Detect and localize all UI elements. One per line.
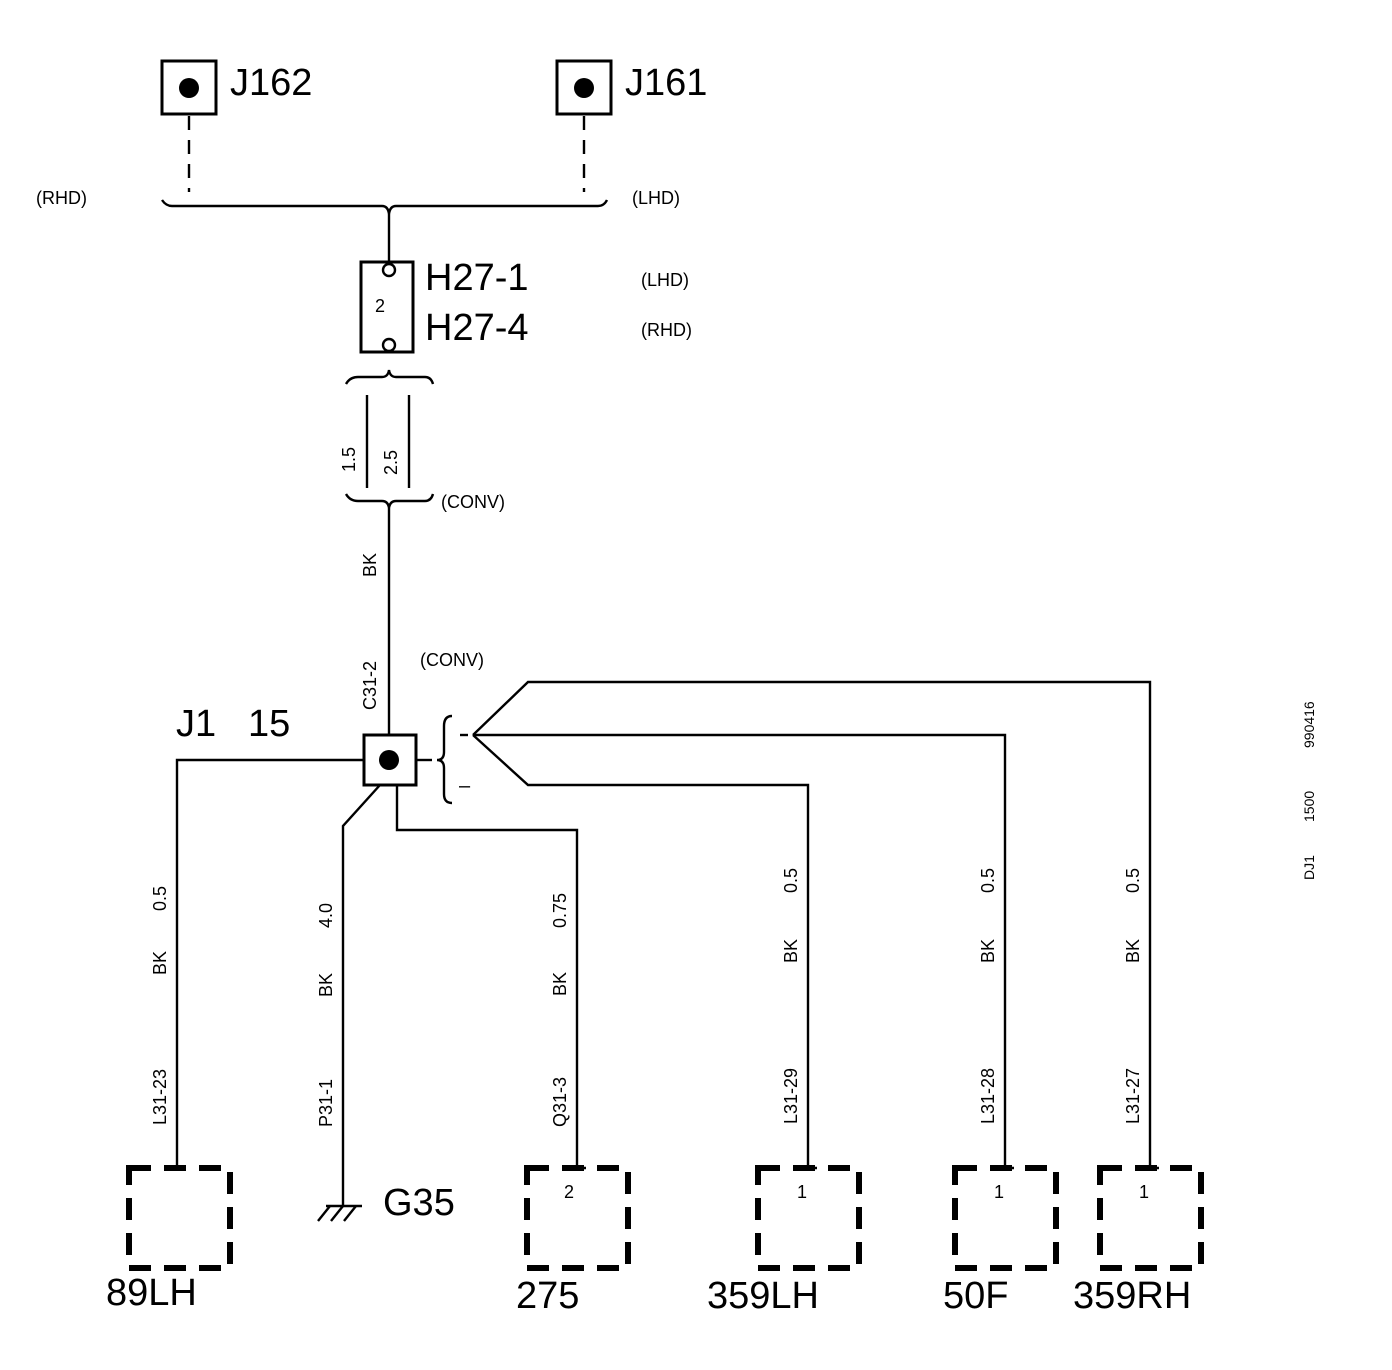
splice-label-h27-4: H27-4 [425,307,529,349]
component-275-label: 275 [516,1275,579,1317]
ground-g35-label: G35 [383,1182,455,1224]
branch-359rh-gauge: 0.5 [1123,868,1143,893]
connector-j161-label: J161 [625,62,707,104]
variant-brace-right [436,714,453,805]
connector-j162: J162 [160,59,312,116]
wire-89lh-route [175,758,364,1166]
branch-275-gauge: 0.75 [550,893,570,928]
branch-89lh-color: BK [150,951,170,975]
branch-50f-pin: L31-28 [978,1068,998,1124]
wire-g35-route [341,784,381,1206]
variant-brace-top [161,199,609,215]
branch-89lh-pin: L31-23 [150,1069,170,1125]
wire-size-b: 2.5 [381,450,401,475]
branch-275-color: BK [550,972,570,996]
component-50f-label: 50F [943,1275,1008,1317]
junction-j1: J1 15 [176,703,418,787]
wire-359lh-route [472,734,810,1166]
component-275-terminal: 2 [564,1182,574,1202]
branch-359lh-gauge: 0.5 [781,868,801,893]
variant-lhd-label: (LHD) [632,188,680,208]
component-50f-terminal: 1 [994,1182,1004,1202]
splice-variant-lhd: (LHD) [641,270,689,290]
branch-359lh-pin: L31-29 [781,1068,801,1124]
ground-g35: G35 [317,1182,455,1224]
component-359lh: 1 359LH [707,1165,862,1317]
variant-rhd-label: (RHD) [36,188,87,208]
component-359rh-label: 359RH [1073,1275,1191,1317]
brace-upper [344,369,435,385]
wire-275-route [395,785,579,1166]
main-wire-color: BK [360,553,380,577]
branch-g35-gauge: 4.0 [316,903,336,928]
main-wire-pin: C31-2 [360,661,380,710]
branch-g35-color: BK [316,973,336,997]
component-359lh-terminal: 1 [797,1182,807,1202]
branch-359rh-pin: L31-27 [1123,1068,1143,1124]
connector-j162-label: J162 [230,62,312,104]
component-50f: 1 50F [943,1165,1059,1317]
wire-359rh-route [472,680,1152,1166]
side-code-date: 990416 [1301,701,1317,748]
junction-label: J1 [176,703,216,745]
branch-50f-gauge: 0.5 [978,868,998,893]
junction-minus-sign: – [459,775,471,797]
junction-pin: 15 [248,703,290,745]
component-275: 2 275 [516,1165,631,1317]
branch-g35-pin: P31-1 [316,1079,336,1127]
branch-359rh-color: BK [1123,939,1143,963]
wire-50f-route [473,733,1007,1166]
side-code-number: 1500 [1301,791,1317,822]
branch-359lh-color: BK [781,939,801,963]
branch-275-pin: Q31-3 [550,1077,570,1127]
splice-variant-rhd: (RHD) [641,320,692,340]
component-359lh-label: 359LH [707,1275,819,1317]
side-code-sheet: DJ1 [1301,855,1317,880]
branch-50f-color: BK [978,939,998,963]
brace-lower [344,493,435,509]
component-359rh: 1 359RH [1073,1165,1204,1317]
wire-size-a: 1.5 [339,447,359,472]
splice-pin-number: 2 [375,296,385,316]
variant-conv-upper: (CONV) [441,492,505,512]
component-359rh-terminal: 1 [1139,1182,1149,1202]
splice-h27: 2 H27-1 H27-4 (LHD) (RHD) [359,257,692,354]
splice-label-h27-1: H27-1 [425,257,529,299]
branch-89lh-gauge: 0.5 [150,886,170,911]
component-89lh: 89LH [106,1165,233,1314]
variant-conv-lower: (CONV) [420,650,484,670]
component-89lh-label: 89LH [106,1272,197,1314]
connector-j161: J161 [555,59,707,116]
